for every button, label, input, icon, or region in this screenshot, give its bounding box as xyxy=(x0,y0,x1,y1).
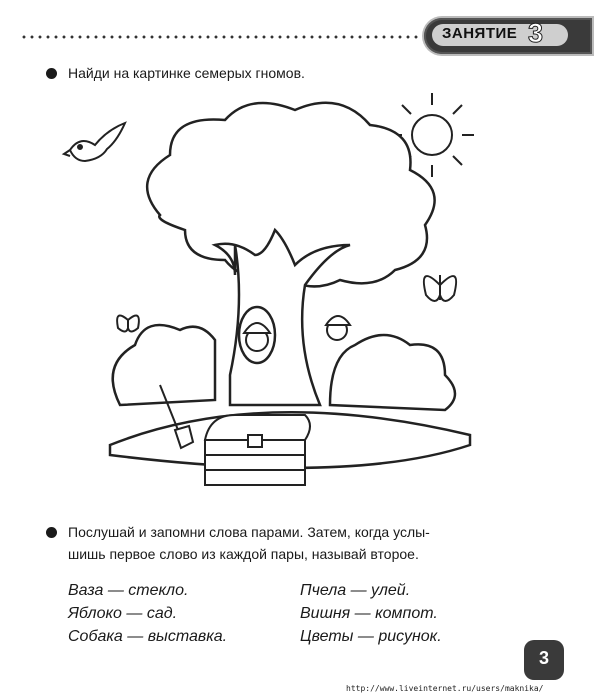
tree-crown xyxy=(145,101,436,288)
gnome-tree-illustration xyxy=(61,93,474,486)
lesson-number: 3 xyxy=(527,18,544,49)
dotted-header-line xyxy=(20,35,420,39)
word-pair-right-2: Вишня — компот. xyxy=(300,605,438,622)
word-pair-left-3: Собака — выставка. xyxy=(68,628,228,645)
lesson-badge: ЗАНЯТИЕ 3 xyxy=(424,18,592,54)
task-2-line-2: шишь первое слово из каждой пары, называ… xyxy=(68,546,419,562)
butterfly-icon-right xyxy=(422,275,458,302)
bullet-task-1 xyxy=(46,68,57,79)
watermark-url: http://www.liveinternet.ru/users/maknika… xyxy=(346,684,544,693)
bushes xyxy=(111,323,457,412)
word-pair-right-3: Цветы — рисунок. xyxy=(300,628,442,645)
treasure-chest-icon xyxy=(203,414,311,486)
bird-icon xyxy=(61,121,127,163)
gnome-icon xyxy=(242,315,352,352)
page-number: 3 xyxy=(538,648,549,668)
word-pair-right-1: Пчела — улей. xyxy=(300,582,411,599)
word-pair-left-1: Ваза — стекло. xyxy=(68,582,189,599)
lesson-badge-inner xyxy=(432,24,568,46)
shovel-icon xyxy=(159,384,195,450)
lesson-label: ЗАНЯТИЕ xyxy=(442,25,518,42)
task-1-text: Найди на картинке семерых гномов. xyxy=(68,65,305,81)
page-number-badge: 3 xyxy=(524,640,564,680)
word-pair-left-2: Яблоко — сад. xyxy=(68,605,178,622)
bullet-task-2 xyxy=(46,527,57,538)
task-2-line-1: Послушай и запомни слова парами. Затем, … xyxy=(68,524,430,540)
tree-trunk xyxy=(211,227,351,407)
butterfly-icon-left xyxy=(116,314,140,333)
